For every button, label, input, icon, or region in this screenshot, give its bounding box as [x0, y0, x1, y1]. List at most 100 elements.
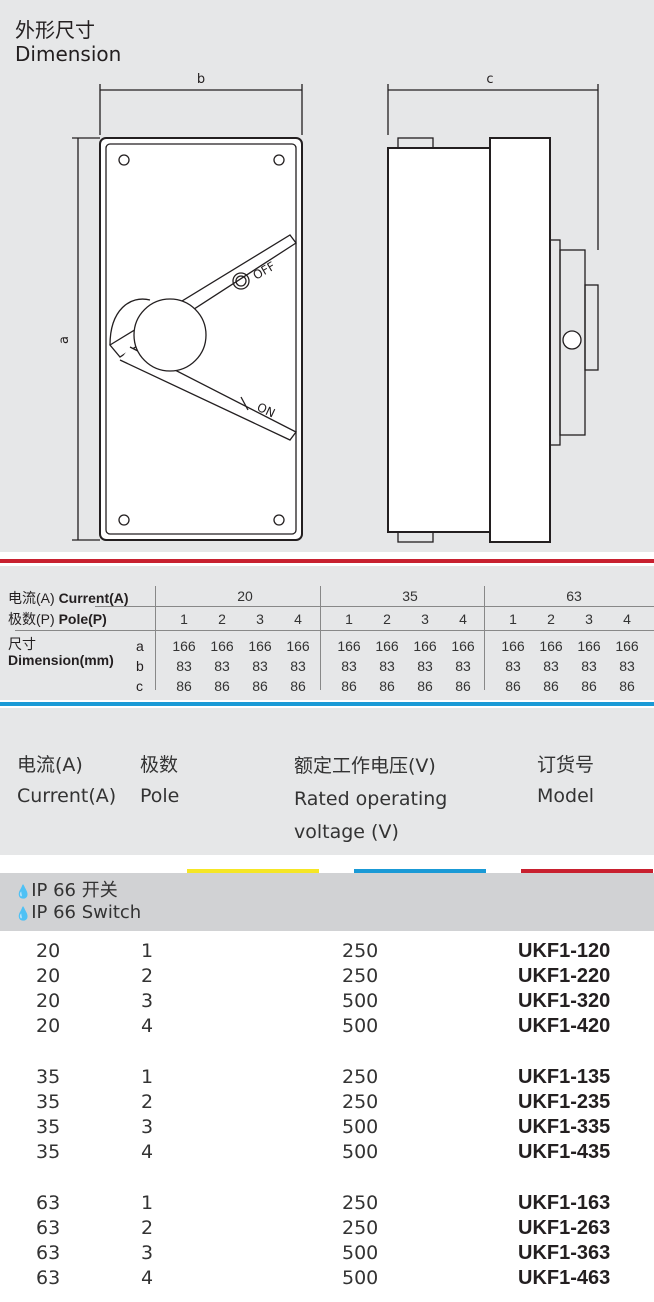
row-model: UKF1-320 [518, 990, 611, 1012]
row-model: UKF1-420 [518, 1015, 611, 1037]
dim-b-cell: 83 [252, 658, 268, 674]
dim-a-cell: 166 [413, 638, 437, 654]
dim-a-cell: 166 [210, 638, 234, 654]
row-pole: 2 [141, 1217, 154, 1239]
dim-a-cell: 166 [451, 638, 475, 654]
row-voltage: 250 [342, 1192, 379, 1214]
section-title-en: Dimension [15, 42, 122, 66]
row-pole: 4 [141, 1015, 154, 1037]
row-model: UKF1-363 [518, 1242, 611, 1264]
row-pole: 1 [141, 940, 154, 962]
hdr-voltage-cn: 额定工作电压(V) [294, 755, 436, 777]
row-model: UKF1-120 [518, 940, 611, 962]
red-divider [0, 559, 654, 563]
pole-cell: 2 [383, 611, 391, 627]
dim-b-cell: 83 [581, 658, 597, 674]
row-voltage: 500 [342, 1141, 379, 1163]
row-current: 20 [36, 1015, 61, 1037]
current-label-cn: 电流(A) [8, 590, 55, 606]
dim-c-cell: 86 [417, 678, 433, 694]
row-pole: 1 [141, 1066, 154, 1088]
dim-a-label: a [57, 336, 72, 344]
dim-c-cell: 86 [505, 678, 521, 694]
pole-cell: 2 [218, 611, 226, 627]
row-pole: 2 [141, 965, 154, 987]
dim-b-cell: 83 [176, 658, 192, 674]
dim-a-cell: 166 [375, 638, 399, 654]
row-current: 35 [36, 1141, 61, 1163]
row-pole: 3 [141, 1116, 154, 1138]
row-pole: 4 [141, 1141, 154, 1163]
pole-cell: 1 [509, 611, 517, 627]
pole-cell: 3 [421, 611, 429, 627]
dim-c-cell: 86 [619, 678, 635, 694]
dim-b-cell: 83 [505, 658, 521, 674]
dim-a-cell: 166 [337, 638, 361, 654]
row-current: 20 [36, 940, 61, 962]
dim-b-cell: 83 [417, 658, 433, 674]
dim-b-cell: 83 [379, 658, 395, 674]
row-voltage: 500 [342, 1267, 379, 1289]
yellow-accent-bar [187, 869, 319, 873]
pole-cell: 3 [256, 611, 264, 627]
row-model: UKF1-335 [518, 1116, 611, 1138]
dim-a-cell: 166 [172, 638, 196, 654]
dim-b-cell: 83 [619, 658, 635, 674]
dim-c-cell: 86 [543, 678, 559, 694]
row-model: UKF1-263 [518, 1217, 611, 1239]
row-current: 63 [36, 1217, 61, 1239]
row-voltage: 500 [342, 990, 379, 1012]
row-model: UKF1-220 [518, 965, 611, 987]
section-band: 💧IP 66 开关 💧IP 66 Switch [0, 873, 654, 931]
pole-cell: 3 [585, 611, 593, 627]
dim-c-label: c [486, 72, 493, 87]
dim-b-cell: 83 [214, 658, 230, 674]
row-pole: 3 [141, 1242, 154, 1264]
row-current: 20 [36, 965, 61, 987]
group-current: 35 [402, 588, 418, 604]
row-key-b: b [136, 658, 144, 674]
row-current: 35 [36, 1116, 61, 1138]
row-current: 20 [36, 990, 61, 1012]
hdr-pole-cn: 极数 [140, 754, 179, 776]
table-row: 35 3 500 UKF1-335 [0, 1116, 654, 1141]
dim-c-cell: 86 [581, 678, 597, 694]
group-current: 20 [237, 588, 253, 604]
hdr-model-cn: 订货号 [537, 754, 595, 776]
row-voltage: 250 [342, 1217, 379, 1239]
row-model: UKF1-435 [518, 1141, 611, 1163]
dim-a-cell: 166 [248, 638, 272, 654]
row-key-a: a [136, 638, 144, 654]
row-current: 63 [36, 1267, 61, 1289]
pole-cell: 4 [294, 611, 302, 627]
row-voltage: 250 [342, 1091, 379, 1113]
pole-label-cn: 极数(P) [8, 611, 55, 627]
row-pole: 2 [141, 1091, 154, 1113]
row-voltage: 500 [342, 1116, 379, 1138]
dim-a-cell: 166 [539, 638, 563, 654]
dim-c-cell: 86 [252, 678, 268, 694]
dim-c-cell: 86 [176, 678, 192, 694]
row-voltage: 250 [342, 1066, 379, 1088]
section-title-en: IP 66 Switch [31, 902, 142, 923]
table-row: 63 2 250 UKF1-263 [0, 1217, 654, 1242]
table-row: 35 4 500 UKF1-435 [0, 1141, 654, 1166]
switch-dimension-drawing: b a OFF ON c [57, 72, 599, 543]
row-pole: 1 [141, 1192, 154, 1214]
column-separator [320, 586, 321, 690]
dim-b-cell: 83 [543, 658, 559, 674]
pole-cell: 1 [345, 611, 353, 627]
row-model: UKF1-135 [518, 1066, 611, 1088]
hdr-current-en: Current(A) [17, 785, 117, 807]
row-current: 63 [36, 1242, 61, 1264]
dim-a-cell: 166 [615, 638, 639, 654]
section-title-cn: IP 66 开关 [31, 880, 118, 901]
red-accent-bar [521, 869, 653, 873]
row-current: 35 [36, 1066, 61, 1088]
